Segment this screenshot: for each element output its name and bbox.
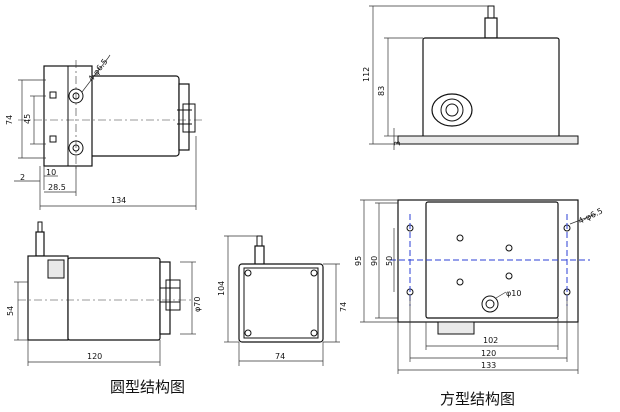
round-dim-134: 134 (111, 196, 126, 205)
square-hole-label: 4-φ6.5 (577, 206, 604, 225)
square-dim-133: 133 (481, 361, 496, 370)
round-front-dim-74r: 74 (339, 302, 348, 312)
round-dim-10: 10 (46, 168, 56, 177)
round-front-dim-104: 104 (217, 281, 226, 296)
round-side-dim-54: 54 (6, 306, 15, 316)
square-dim-112: 112 (362, 67, 371, 82)
round-side-view: 54 φ70 120 (6, 221, 202, 366)
round-dim-2: 2 (20, 173, 25, 182)
square-plan-view: 4-φ6.5 φ10 95 90 50 102 120 133 (354, 199, 604, 374)
square-dim-90: 90 (370, 256, 379, 266)
square-dim-83: 83 (377, 86, 386, 96)
square-dim-3: 3 (393, 141, 402, 146)
square-outlet-label: φ10 (506, 289, 521, 298)
round-side-dim-120: 120 (87, 352, 102, 361)
round-side-dim-70: φ70 (193, 297, 202, 312)
round-dim-45: 45 (23, 114, 32, 124)
square-structure-caption: 方型结构图 (440, 390, 515, 408)
round-dim-28: 28.5 (48, 183, 66, 192)
square-side-view: 112 83 3 (362, 5, 579, 150)
round-front-view: 104 74 74 (217, 235, 348, 366)
square-dim-50: 50 (385, 256, 394, 266)
square-dim-95: 95 (354, 256, 363, 266)
square-dim-120: 120 (481, 349, 496, 358)
round-structure-caption: 圆型结构图 (110, 378, 185, 396)
round-front-dim-74b: 74 (275, 352, 285, 361)
round-top-view: 4-φ6.5 74 45 2 10 28.5 134 (5, 54, 205, 210)
square-dim-102: 102 (483, 336, 498, 345)
round-dim-74: 74 (5, 115, 14, 125)
